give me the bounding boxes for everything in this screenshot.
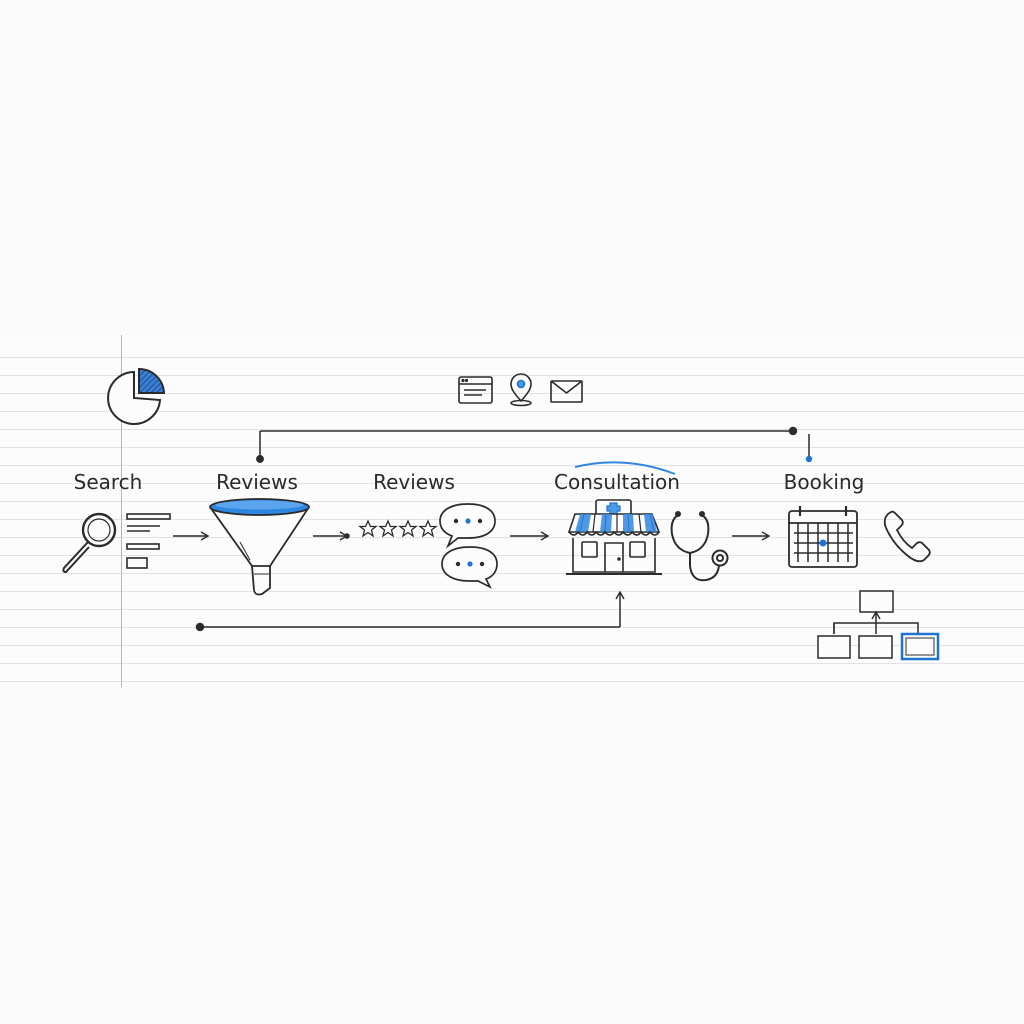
step-label-consultation: Consultation: [554, 470, 680, 494]
map-pin-icon: [510, 373, 532, 407]
consultation-highlight-arc: [574, 461, 676, 475]
funnel-icon: [209, 498, 310, 596]
pie-chart-icon: [107, 367, 166, 425]
calendar-icon: [788, 506, 858, 568]
step-label-reviews-second: Reviews: [373, 470, 455, 494]
paper-margin-line: [121, 335, 122, 687]
flow-arrows: [173, 531, 771, 541]
envelope-icon: [550, 380, 583, 403]
booking-marker: [805, 434, 813, 463]
clinic-building-icon: [566, 499, 662, 575]
lined-paper-background: [0, 335, 1024, 685]
phone-icon: [883, 510, 931, 563]
browser-window-icon: [458, 376, 493, 404]
bottom-feedback-connector: [195, 590, 625, 632]
stars-icon: [358, 519, 438, 538]
step-label-booking: Booking: [783, 470, 865, 494]
list-lines-icon: [126, 513, 171, 569]
speech-bubbles-icon: [439, 503, 498, 589]
step-label-reviews: Reviews: [216, 470, 298, 494]
step-label-search: Search: [73, 470, 143, 494]
org-chart-icon: [817, 590, 940, 661]
stethoscope-icon: [670, 511, 729, 582]
top-feedback-connector: [256, 426, 798, 463]
magnifier-icon: [62, 512, 117, 574]
